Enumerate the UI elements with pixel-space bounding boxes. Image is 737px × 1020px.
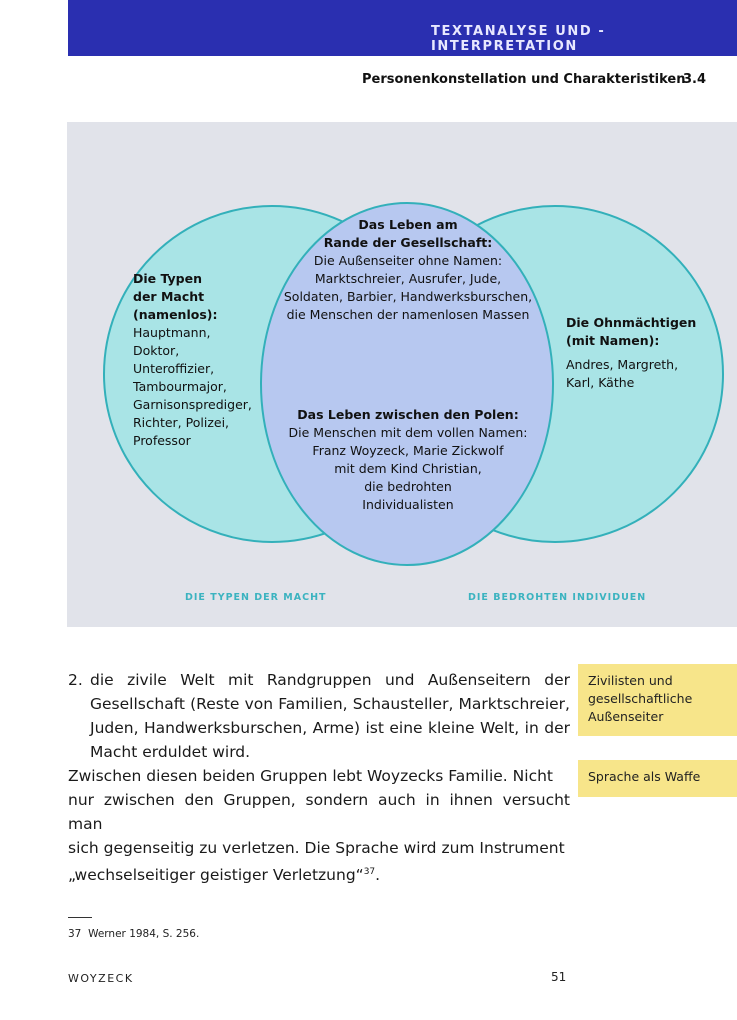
center-top-line: Marktschreier, Ausrufer, Jude,: [314, 271, 502, 286]
right-line: Karl, Käthe: [566, 375, 635, 390]
margin-note-civilians: Zivilisten und gesellschaftliche Außense…: [578, 664, 737, 736]
footnote-number: 37: [68, 928, 82, 940]
list-text: die zivile Welt mit Randgruppen und Auße…: [90, 671, 570, 761]
body-text: 2. die zivile Welt mit Randgruppen und Au…: [68, 668, 570, 887]
left-item: Hauptmann,: [133, 325, 211, 340]
header-band: TEXTANALYSE UND -INTERPRETATION 3: [68, 0, 737, 56]
left-item: Doktor,: [133, 343, 180, 358]
quote-text: „wechselseitiger geistiger Verletzung“: [68, 866, 364, 885]
left-heading-3: (namenlos):: [133, 307, 218, 322]
right-line: Andres, Margreth,: [566, 357, 679, 372]
section-number: 3.4: [683, 72, 707, 87]
note-line: Außenseiter: [588, 709, 664, 724]
margin-note-language: Sprache als Waffe: [578, 760, 737, 797]
paragraph: Zwischen diesen beiden Gruppen lebt Woyz…: [68, 764, 570, 887]
center-bottom-line: Franz Woyzeck, Marie Zickwolf: [312, 443, 504, 458]
chapter-label: TEXTANALYSE UND -INTERPRETATION: [431, 24, 606, 54]
center-bottom-line: Individualisten: [362, 497, 454, 512]
list-number: 2.: [68, 671, 83, 689]
footnote-text: Werner 1984, S. 256.: [88, 928, 200, 940]
footnote: 37 Werner 1984, S. 256.: [68, 928, 199, 940]
footnote-rule: [68, 917, 92, 918]
paragraph-last-line: „wechselseitiger geistiger Verletzung“37…: [68, 866, 381, 885]
note-line: Sprache als Waffe: [588, 769, 701, 784]
center-bottom-heading: Das Leben zwischen den Polen:: [297, 407, 519, 422]
venn-diagram: Die Typen der Macht (namenlos): Hauptman…: [67, 122, 737, 627]
venn-graphic: [103, 202, 724, 566]
left-item: Tambourmajor,: [133, 379, 227, 394]
page-number: 51: [551, 970, 567, 984]
right-group-text: Die Ohnmächtigen (mit Namen): Andres, Ma…: [566, 314, 696, 392]
center-top-heading-1: Das Leben am: [358, 217, 458, 232]
left-heading-2: der Macht: [133, 289, 205, 304]
left-group-text: Die Typen der Macht (namenlos): Hauptman…: [133, 270, 252, 450]
footnote-ref: 37: [363, 867, 376, 877]
center-ellipse: [260, 202, 554, 566]
center-bottom-text: Das Leben zwischen den Polen: Die Mensch…: [263, 406, 553, 514]
paragraph-line: sich gegenseitig zu verletzen. Die Sprac…: [68, 839, 565, 857]
section-title: Personenkonstellation und Charakteristik…: [362, 72, 686, 87]
right-heading-1: Die Ohnmächtigen: [566, 315, 697, 330]
paragraph-line: nur zwischen den Gruppen, sondern auch i…: [68, 791, 570, 833]
center-top-line: Die Außenseiter ohne Namen:: [313, 253, 503, 268]
center-top-heading-2: Rande der Gesellschaft:: [323, 235, 493, 250]
note-line: Zivilisten und: [588, 673, 673, 688]
center-top-text: Das Leben am Rande der Gesellschaft: Die…: [263, 216, 553, 324]
center-top-line: die Menschen der namenlosen Massen: [286, 307, 530, 322]
running-title: WOYZECK: [68, 972, 134, 985]
caption-right: DIE BEDROHTEN INDIVIDUEN: [468, 592, 647, 603]
left-item: Unteroffizier,: [133, 361, 215, 376]
right-heading-2: (mit Namen):: [566, 333, 660, 348]
list-item: 2. die zivile Welt mit Randgruppen und Au…: [68, 668, 570, 764]
left-heading-1: Die Typen: [133, 271, 203, 286]
center-bottom-line: die bedrohten: [364, 479, 452, 494]
caption-left: DIE TYPEN DER MACHT: [185, 592, 327, 603]
center-bottom-line: mit dem Kind Christian,: [334, 461, 482, 476]
left-item: Professor: [133, 433, 191, 448]
center-top-line: Soldaten, Barbier, Handwerksburschen,: [283, 289, 533, 304]
center-bottom-line: Die Menschen mit dem vollen Namen:: [288, 425, 528, 440]
note-line: gesellschaftliche: [588, 691, 693, 706]
left-item: Richter, Polizei,: [133, 415, 230, 430]
left-item: Garnisonsprediger,: [133, 397, 252, 412]
paragraph-line: Zwischen diesen beiden Gruppen lebt Woyz…: [68, 767, 553, 785]
